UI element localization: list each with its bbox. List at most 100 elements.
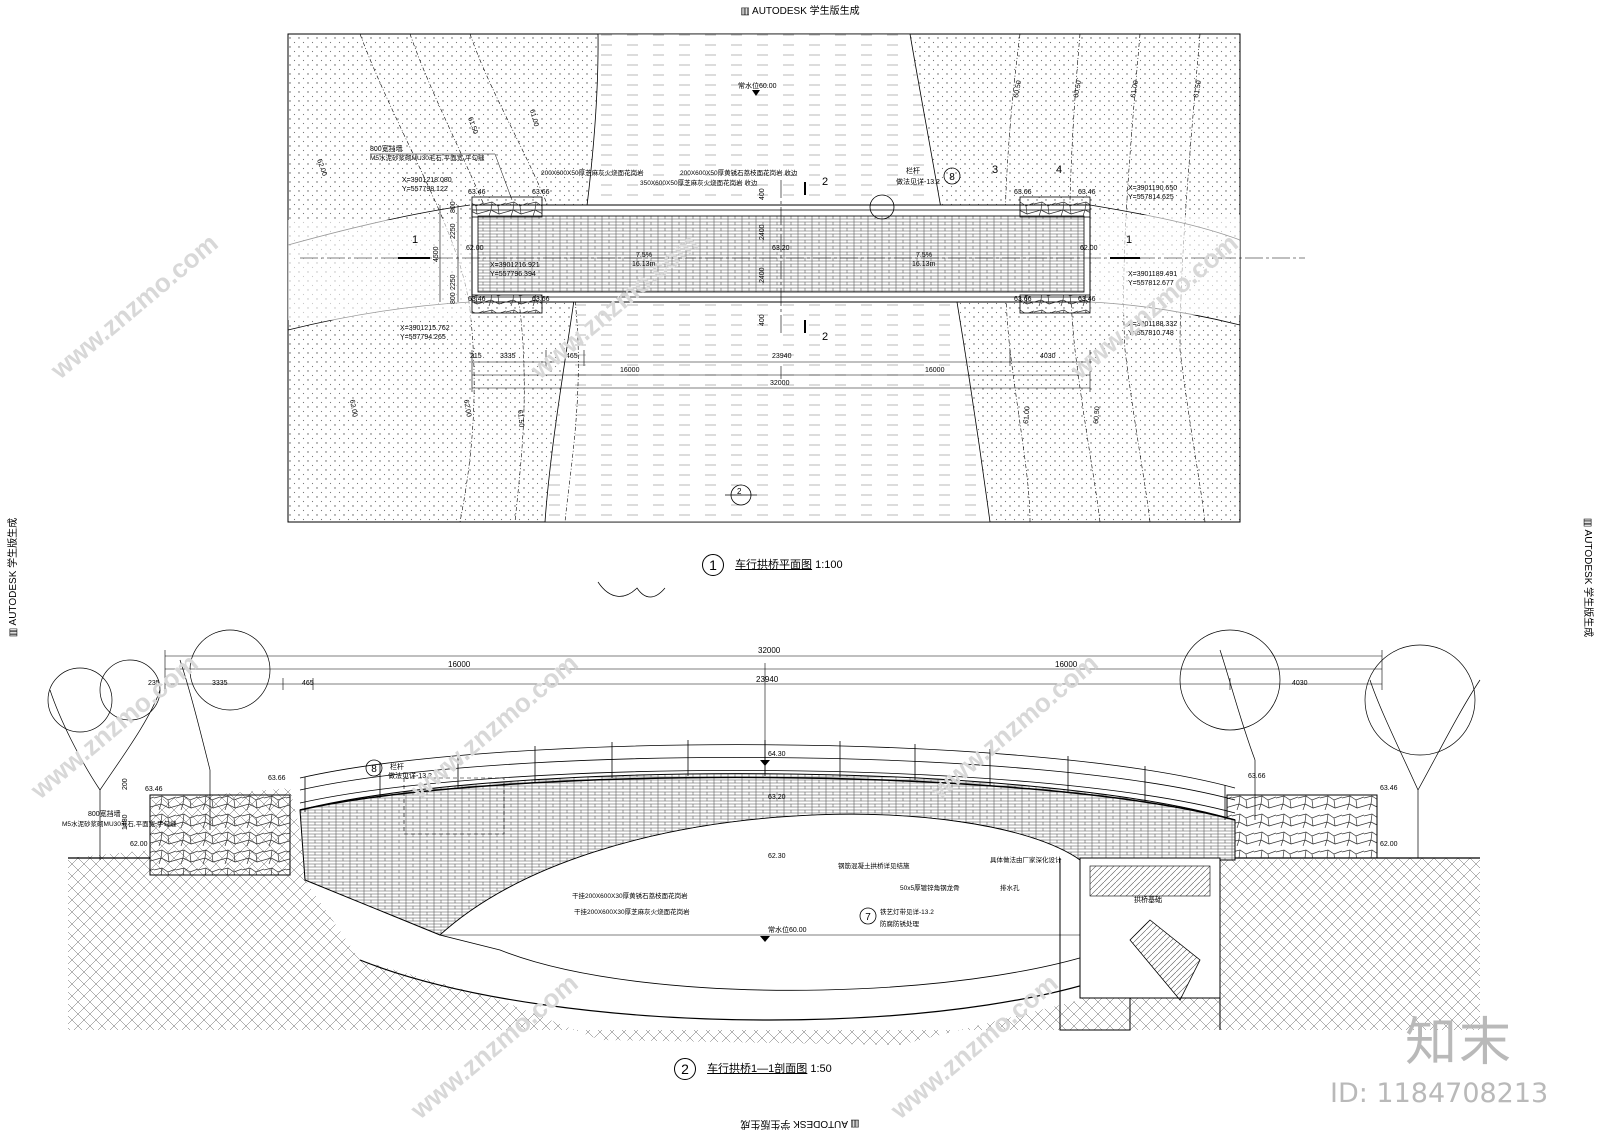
svg-text:400: 400 [759,314,766,326]
svg-text:63.20: 63.20 [768,794,786,801]
plan-caption-number: 1 [702,554,724,576]
svg-text:63.46: 63.46 [1078,189,1096,196]
svg-text:62.00: 62.00 [130,841,148,848]
svg-text:62.00: 62.00 [1080,245,1098,252]
section-wall-right [1226,794,1378,859]
svg-text:干挂200X600X30厚芝麻灰火烧面花岗岩: 干挂200X600X30厚芝麻灰火烧面花岗岩 [574,907,690,916]
svg-text:3335: 3335 [212,680,228,687]
svg-text:X=3901189.491: X=3901189.491 [1128,271,1177,278]
svg-text:1480: 1480 [122,814,129,830]
svg-text:16000: 16000 [448,660,471,669]
svg-text:常水位60.00: 常水位60.00 [768,925,807,934]
svg-text:61.00: 61.00 [1130,80,1140,99]
svg-text:7.5%: 7.5% [636,252,652,259]
svg-text:干挂200X600X30厚黄锈石荔枝面花岗岩: 干挂200X600X30厚黄锈石荔枝面花岗岩 [572,891,688,900]
svg-text:60.50: 60.50 [1093,406,1102,424]
svg-text:8: 8 [949,172,955,183]
svg-text:4030: 4030 [1040,353,1056,360]
svg-text:1: 1 [1126,234,1132,246]
svg-text:63.66: 63.66 [532,296,550,303]
svg-text:铁艺灯带见详-13.2: 铁艺灯带见详-13.2 [880,907,934,916]
svg-text:350X600X50厚芝麻灰火烧面花岗岩 收边: 350X600X50厚芝麻灰火烧面花岗岩 收边 [640,178,758,187]
svg-text:63.20: 63.20 [772,245,790,252]
svg-text:2: 2 [822,331,828,343]
svg-text:排水孔: 排水孔 [1000,883,1020,892]
svg-text:63.66: 63.66 [1014,189,1032,196]
svg-text:Y=557814.625: Y=557814.625 [1128,194,1174,201]
section-caption: 2 车行拱桥1—1剖面图 1:50 [674,1058,832,1080]
svg-text:2: 2 [822,176,828,188]
svg-text:Y=557794.265: Y=557794.265 [400,334,446,341]
svg-text:16000: 16000 [925,367,945,374]
svg-text:2400: 2400 [759,224,766,240]
svg-text:M5水泥砂浆砌MU30毛石,平面宽,平勾缝: M5水泥砂浆砌MU30毛石,平面宽,平勾缝 [62,819,177,828]
svg-text:63.46: 63.46 [468,296,486,303]
svg-text:X=3901188.332: X=3901188.332 [1128,321,1177,328]
svg-text:61.00: 61.00 [528,109,539,128]
svg-text:Y=557796.394: Y=557796.394 [490,271,536,278]
svg-text:60.50: 60.50 [1073,80,1083,99]
svg-text:23940: 23940 [772,353,792,360]
svg-text:做法见详-13.2: 做法见详-13.2 [388,771,432,780]
svg-text:200X600X50厚黄锈石荔枝面花岗岩 收边: 200X600X50厚黄锈石荔枝面花岗岩 收边 [680,168,798,177]
section-wall-left [149,794,291,876]
svg-text:4030: 4030 [1292,680,1308,687]
svg-text:63.46: 63.46 [1380,785,1398,792]
svg-text:具体做法由厂家深化设计: 具体做法由厂家深化设计 [990,855,1062,864]
svg-text:2400: 2400 [759,267,766,283]
svg-text:X=3901218.080: X=3901218.080 [402,177,452,184]
svg-text:M5水泥砂浆砌MU30毛石,平面宽,平勾缝: M5水泥砂浆砌MU30毛石,平面宽,平勾缝 [370,153,485,162]
svg-text:www.znzmo.com: www.znzmo.com [884,968,1064,1126]
svg-text:2: 2 [737,487,742,496]
svg-text:235: 235 [148,680,160,687]
svg-text:Y=557798.122: Y=557798.122 [402,186,448,193]
svg-text:栏杆: 栏杆 [906,166,920,175]
svg-text:63.66: 63.66 [532,189,550,196]
brand-logo: 知末 [1405,1013,1514,1073]
svg-text:Y=557812.677: Y=557812.677 [1128,280,1174,287]
railing-posts [304,740,1226,820]
svg-text:800: 800 [450,292,457,304]
svg-text:62.30: 62.30 [768,853,786,860]
svg-text:常水位60.00: 常水位60.00 [738,81,777,90]
svg-text:61.50: 61.50 [516,410,525,428]
svg-text:www.znzmo.com: www.znzmo.com [924,648,1104,806]
trees [47,581,1481,860]
svg-text:62.00: 62.00 [466,245,484,252]
svg-text:63.66: 63.66 [1248,773,1266,780]
svg-text:62.00: 62.00 [1380,841,1398,848]
svg-text:7: 7 [865,912,871,923]
section-caption-scale: 1:50 [810,1062,832,1075]
svg-text:465: 465 [302,680,314,687]
svg-text:2250: 2250 [450,223,457,239]
svg-text:61.50: 61.50 [1193,80,1203,99]
autodesk-logo-icon: ▥ [740,6,750,17]
svg-text:50x5厚镀锌角钢龙骨: 50x5厚镀锌角钢龙骨 [900,883,960,892]
svg-text:X=3901216.921: X=3901216.921 [490,262,540,269]
svg-text:www.znzmo.com: www.znzmo.com [24,648,204,806]
svg-text:www.znzmo.com: www.znzmo.com [44,228,224,386]
svg-text:Y=557810.748: Y=557810.748 [1128,330,1174,337]
svg-text:60.50: 60.50 [1013,80,1023,99]
svg-text:1: 1 [412,234,418,246]
svg-text:63.46: 63.46 [468,189,486,196]
svg-text:拱桥基础: 拱桥基础 [1134,895,1162,904]
svg-text:215: 215 [470,353,482,360]
svg-text:3335: 3335 [500,353,516,360]
plan-caption-scale: 1:100 [815,558,843,571]
section-view: 32000 16000 16000 235 3335 465 23940 403… [47,581,1481,1045]
svg-text:2250: 2250 [450,274,457,290]
svg-text:200: 200 [122,778,129,790]
svg-text:23940: 23940 [756,675,779,684]
svg-text:63.46: 63.46 [145,786,163,793]
svg-text:X=3901190.650: X=3901190.650 [1128,185,1177,192]
svg-text:63.46: 63.46 [1078,296,1096,303]
autodesk-watermark-top: ▥ AUTODESK 学生版生成 [740,6,860,17]
svg-text:800宽挡墙: 800宽挡墙 [88,809,121,818]
svg-text:栏杆: 栏杆 [390,762,404,771]
svg-text:61.00: 61.00 [1023,406,1032,424]
svg-text:8: 8 [371,764,377,775]
svg-text:16.13m: 16.13m [912,261,936,268]
plan-caption-title: 车行拱桥平面图 [735,558,813,571]
